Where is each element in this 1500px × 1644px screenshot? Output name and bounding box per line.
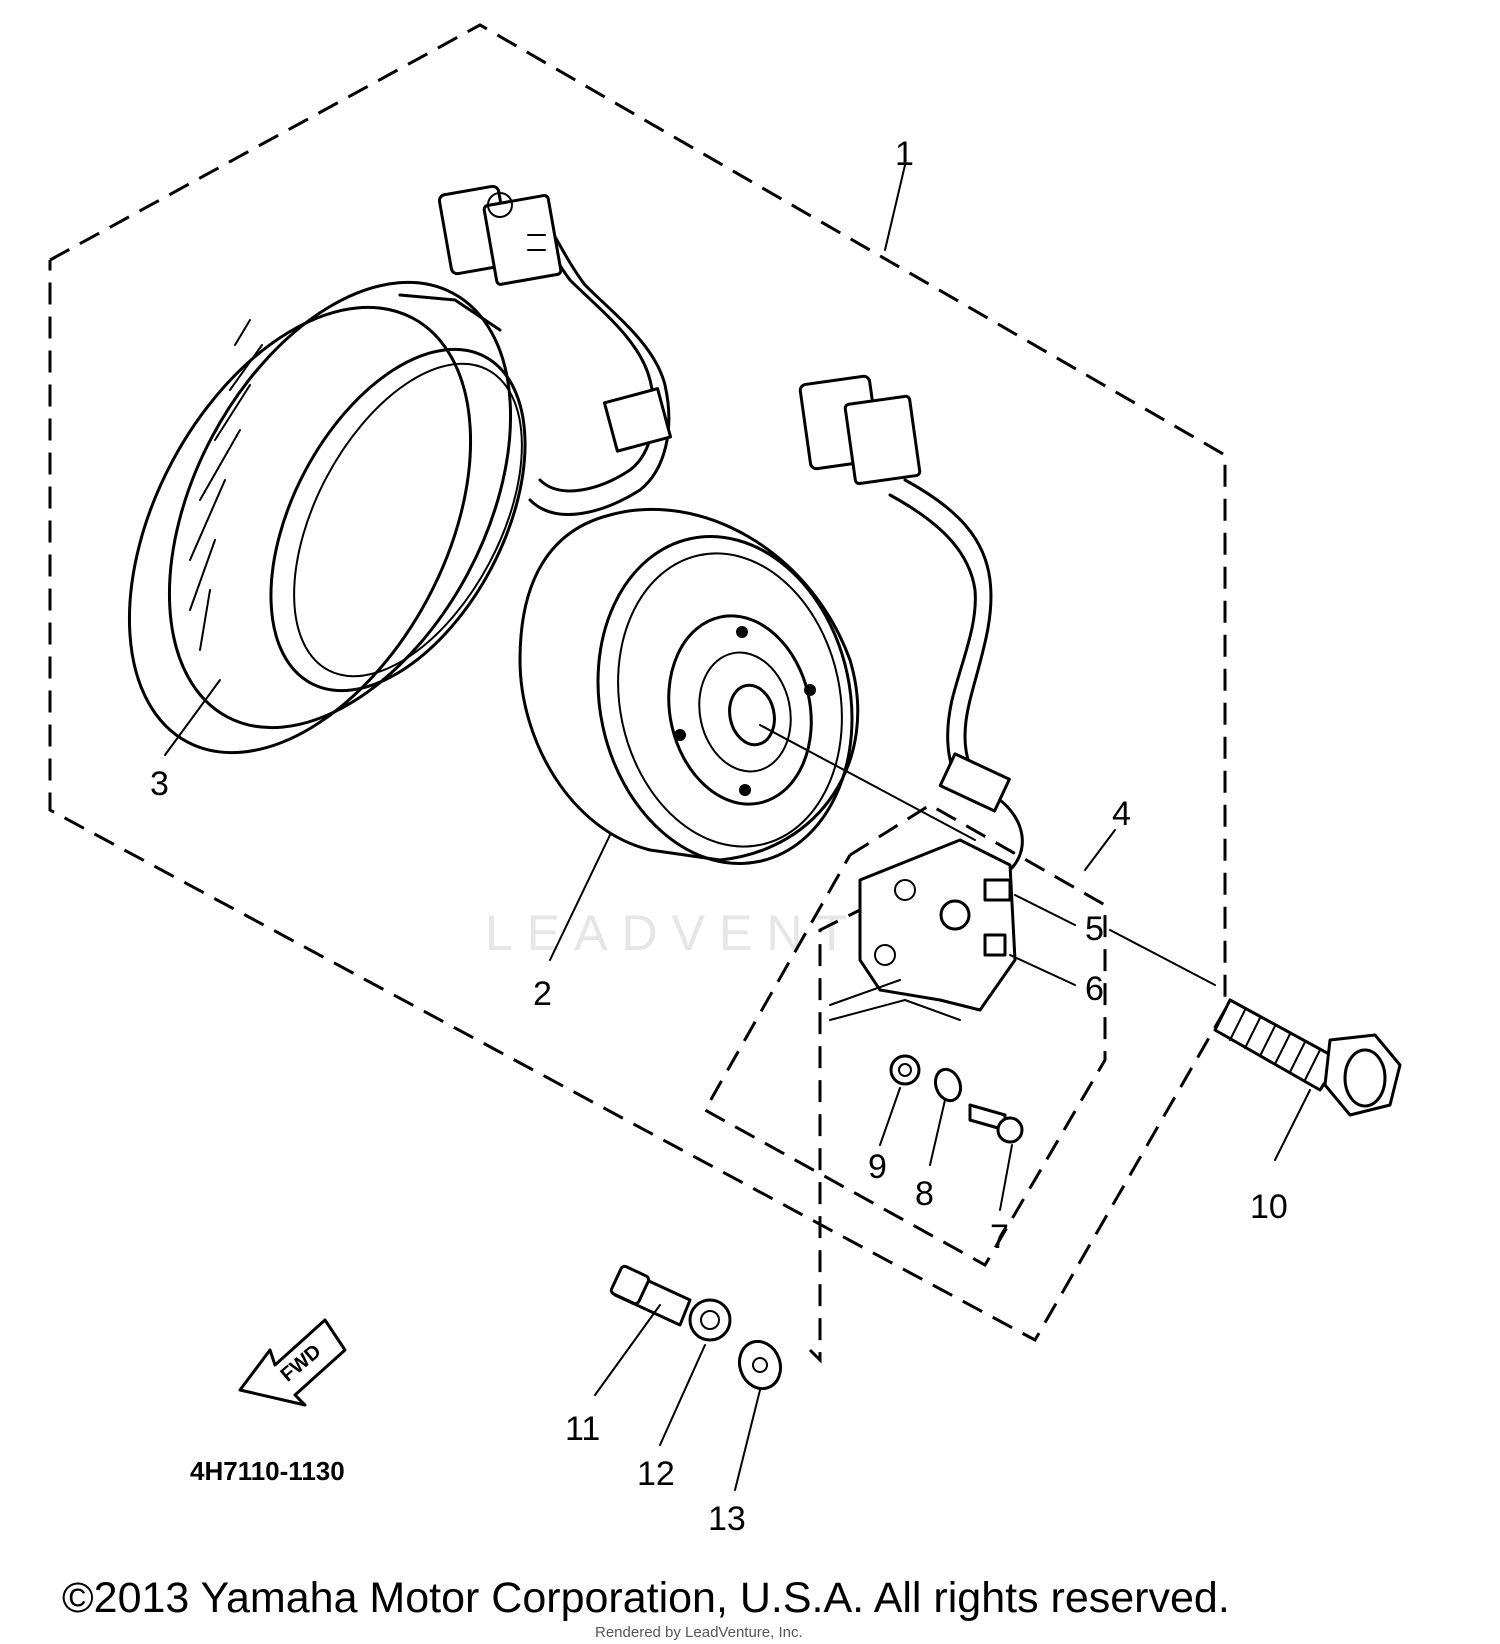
callout-7: 7 [990, 1218, 1009, 1256]
callout-2: 2 [533, 975, 552, 1013]
callout-numbers: 1 2 3 4 5 6 7 8 9 10 11 12 13 [150, 135, 1288, 1538]
callout-12: 12 [637, 1455, 675, 1493]
callout-3: 3 [150, 765, 169, 803]
leader-lines [164, 164, 1311, 1491]
lower-hardware [609, 908, 861, 1391]
pickup-coil [798, 374, 1024, 1021]
callout-4: 4 [1112, 795, 1131, 833]
fwd-direction-arrow: FWD [238, 1318, 347, 1407]
callout-8: 8 [915, 1175, 934, 1213]
callout-13: 13 [708, 1500, 746, 1538]
small-hardware [889, 1054, 1024, 1144]
callout-10: 10 [1250, 1188, 1288, 1226]
copyright-notice: ©2013 Yamaha Motor Corporation, U.S.A. A… [62, 1574, 1230, 1622]
rotor-flywheel [518, 507, 976, 865]
diagram-part-number: 4H7110-1130 [190, 1456, 345, 1486]
pickup-subassembly-outline [702, 803, 1107, 1268]
bolt-part-10 [1109, 929, 1402, 1117]
callout-5: 5 [1085, 910, 1104, 948]
rendered-by-notice: Rendered by LeadVenture, Inc. [595, 1624, 803, 1641]
callout-6: 6 [1085, 970, 1104, 1008]
callout-9: 9 [868, 1148, 887, 1186]
stator-harness [437, 184, 673, 516]
stator-coil [127, 280, 527, 755]
callout-11: 11 [565, 1410, 600, 1448]
callout-1: 1 [895, 135, 914, 173]
